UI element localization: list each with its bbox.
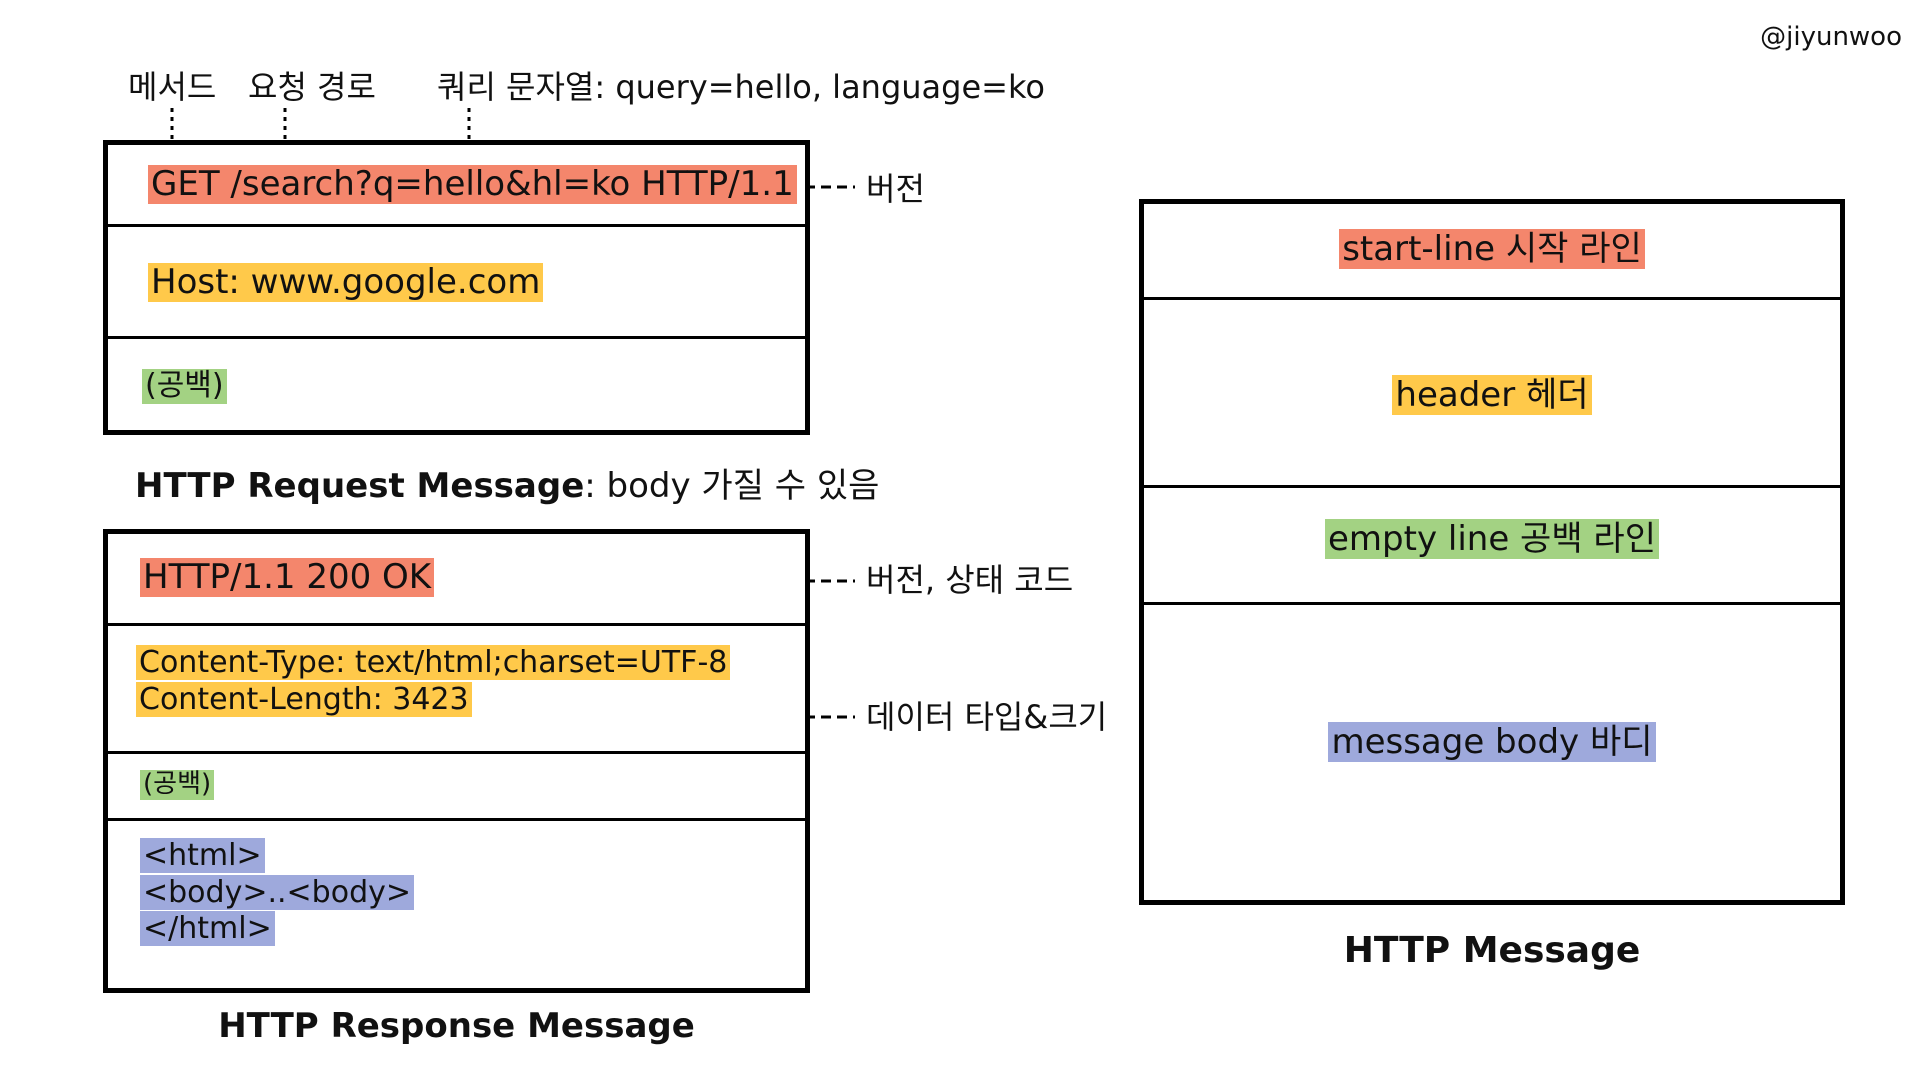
response-status-row: HTTP/1.1 200 OK bbox=[108, 534, 805, 626]
http-message-box: start-line 시작 라인 header 헤더 empty line 공백… bbox=[1139, 199, 1845, 905]
message-caption: HTTP Message bbox=[1343, 930, 1641, 971]
response-body-line: <body>..<body> bbox=[140, 874, 415, 910]
headers-note: 데이터 타입&크기 bbox=[866, 698, 1108, 736]
response-headers: Content-Type: text/html;charset=UTF-8 Co… bbox=[136, 645, 731, 717]
response-blank-row: (공백) bbox=[108, 754, 805, 821]
message-header: header 헤더 bbox=[1392, 375, 1592, 415]
message-body: message body 바디 bbox=[1328, 722, 1656, 762]
response-headers-row: Content-Type: text/html;charset=UTF-8 Co… bbox=[108, 626, 805, 754]
response-body-line: <html> bbox=[140, 838, 265, 873]
version-note: 버전 bbox=[866, 170, 925, 208]
message-empty-line: empty line 공백 라인 bbox=[1325, 519, 1659, 559]
request-start-line-row: GET /search?q=hello&hl=ko HTTP/1.1 bbox=[108, 145, 805, 227]
request-message-box: GET /search?q=hello&hl=ko HTTP/1.1 Host:… bbox=[103, 140, 810, 435]
request-blank-row: (공백) bbox=[108, 339, 805, 435]
response-message-box: HTTP/1.1 200 OK Content-Type: text/html;… bbox=[103, 529, 810, 993]
request-caption-title: HTTP Request Message bbox=[135, 466, 585, 506]
response-body-row: <html> <body>..<body> </html> bbox=[108, 821, 805, 993]
method-label: 메서드 bbox=[128, 68, 217, 106]
message-body-row: message body 바디 bbox=[1144, 605, 1840, 905]
response-body-line: </html> bbox=[140, 911, 275, 946]
request-blank: (공백) bbox=[142, 368, 227, 404]
path-label: 요청 경로 bbox=[248, 68, 376, 106]
message-start-line-row: start-line 시작 라인 bbox=[1144, 204, 1840, 300]
message-header-row: header 헤더 bbox=[1144, 300, 1840, 488]
response-header-content-length: Content-Length: 3423 bbox=[136, 681, 472, 717]
response-body: <html> <body>..<body> </html> bbox=[140, 838, 415, 947]
status-note: 버전, 상태 코드 bbox=[866, 561, 1074, 599]
message-start-line: start-line 시작 라인 bbox=[1339, 229, 1645, 269]
request-header-row: Host: www.google.com bbox=[108, 227, 805, 339]
request-caption-note: : body 가질 수 있음 bbox=[584, 466, 880, 506]
message-empty-line-row: empty line 공백 라인 bbox=[1144, 488, 1840, 605]
request-caption: HTTP Request Message: body 가질 수 있음 bbox=[135, 458, 879, 507]
watermark: @jiyunwoo bbox=[1760, 22, 1902, 52]
response-caption: HTTP Response Message bbox=[218, 1006, 695, 1046]
response-blank: (공백) bbox=[140, 769, 215, 800]
response-status-line: HTTP/1.1 200 OK bbox=[140, 557, 435, 598]
request-header: Host: www.google.com bbox=[148, 262, 544, 303]
request-start-line: GET /search?q=hello&hl=ko HTTP/1.1 bbox=[148, 164, 797, 205]
response-header-content-type: Content-Type: text/html;charset=UTF-8 bbox=[136, 645, 731, 680]
query-label: 쿼리 문자열: query=hello, language=ko bbox=[437, 68, 1045, 106]
